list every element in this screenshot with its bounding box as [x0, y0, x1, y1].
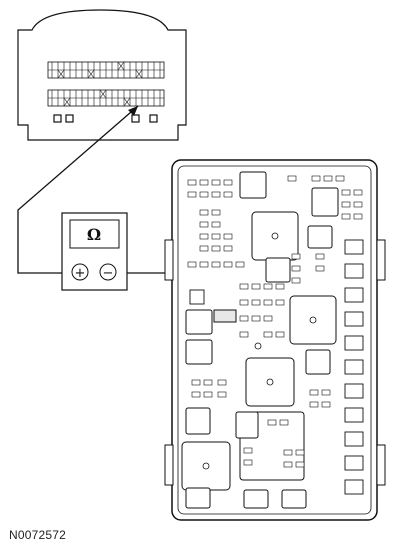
- ohmmeter: Ω + −: [61, 212, 128, 291]
- probe-arrow-connector: [128, 106, 138, 116]
- ohm-symbol: Ω: [87, 225, 101, 244]
- connector: [17, 9, 187, 141]
- negative-terminal-label: −: [103, 266, 114, 281]
- figure-code: N0072572: [9, 528, 66, 542]
- positive-terminal-label: +: [75, 266, 86, 281]
- fuse-box: [164, 159, 386, 521]
- probe-lead-positive: [17, 105, 139, 274]
